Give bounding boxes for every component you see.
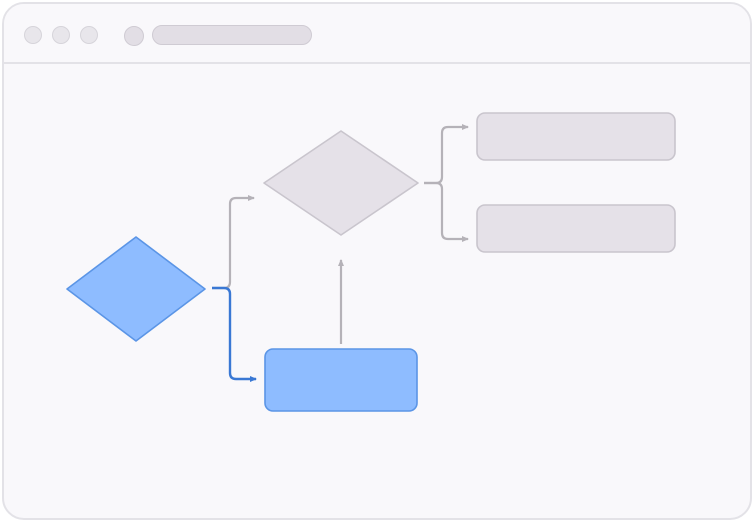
active-process-box[interactable] [264,348,418,412]
start-decision-diamond[interactable] [66,236,206,342]
bottom-process-box[interactable] [476,204,676,253]
connectors [212,124,469,382]
maximize-button[interactable] [80,26,98,44]
window-titlebar [4,4,750,64]
edge-middle-to-bottom-process [424,181,469,242]
address-bar[interactable] [152,25,312,45]
edge-start-to-middle-decision [212,195,255,290]
close-button[interactable] [24,26,42,44]
edge-middle-to-top-process [424,124,469,185]
top-process-box[interactable] [476,112,676,161]
minimize-button[interactable] [52,26,70,44]
middle-decision-diamond[interactable] [263,130,419,236]
edge-start-to-active-process[interactable] [212,286,257,382]
site-icon [124,26,144,46]
